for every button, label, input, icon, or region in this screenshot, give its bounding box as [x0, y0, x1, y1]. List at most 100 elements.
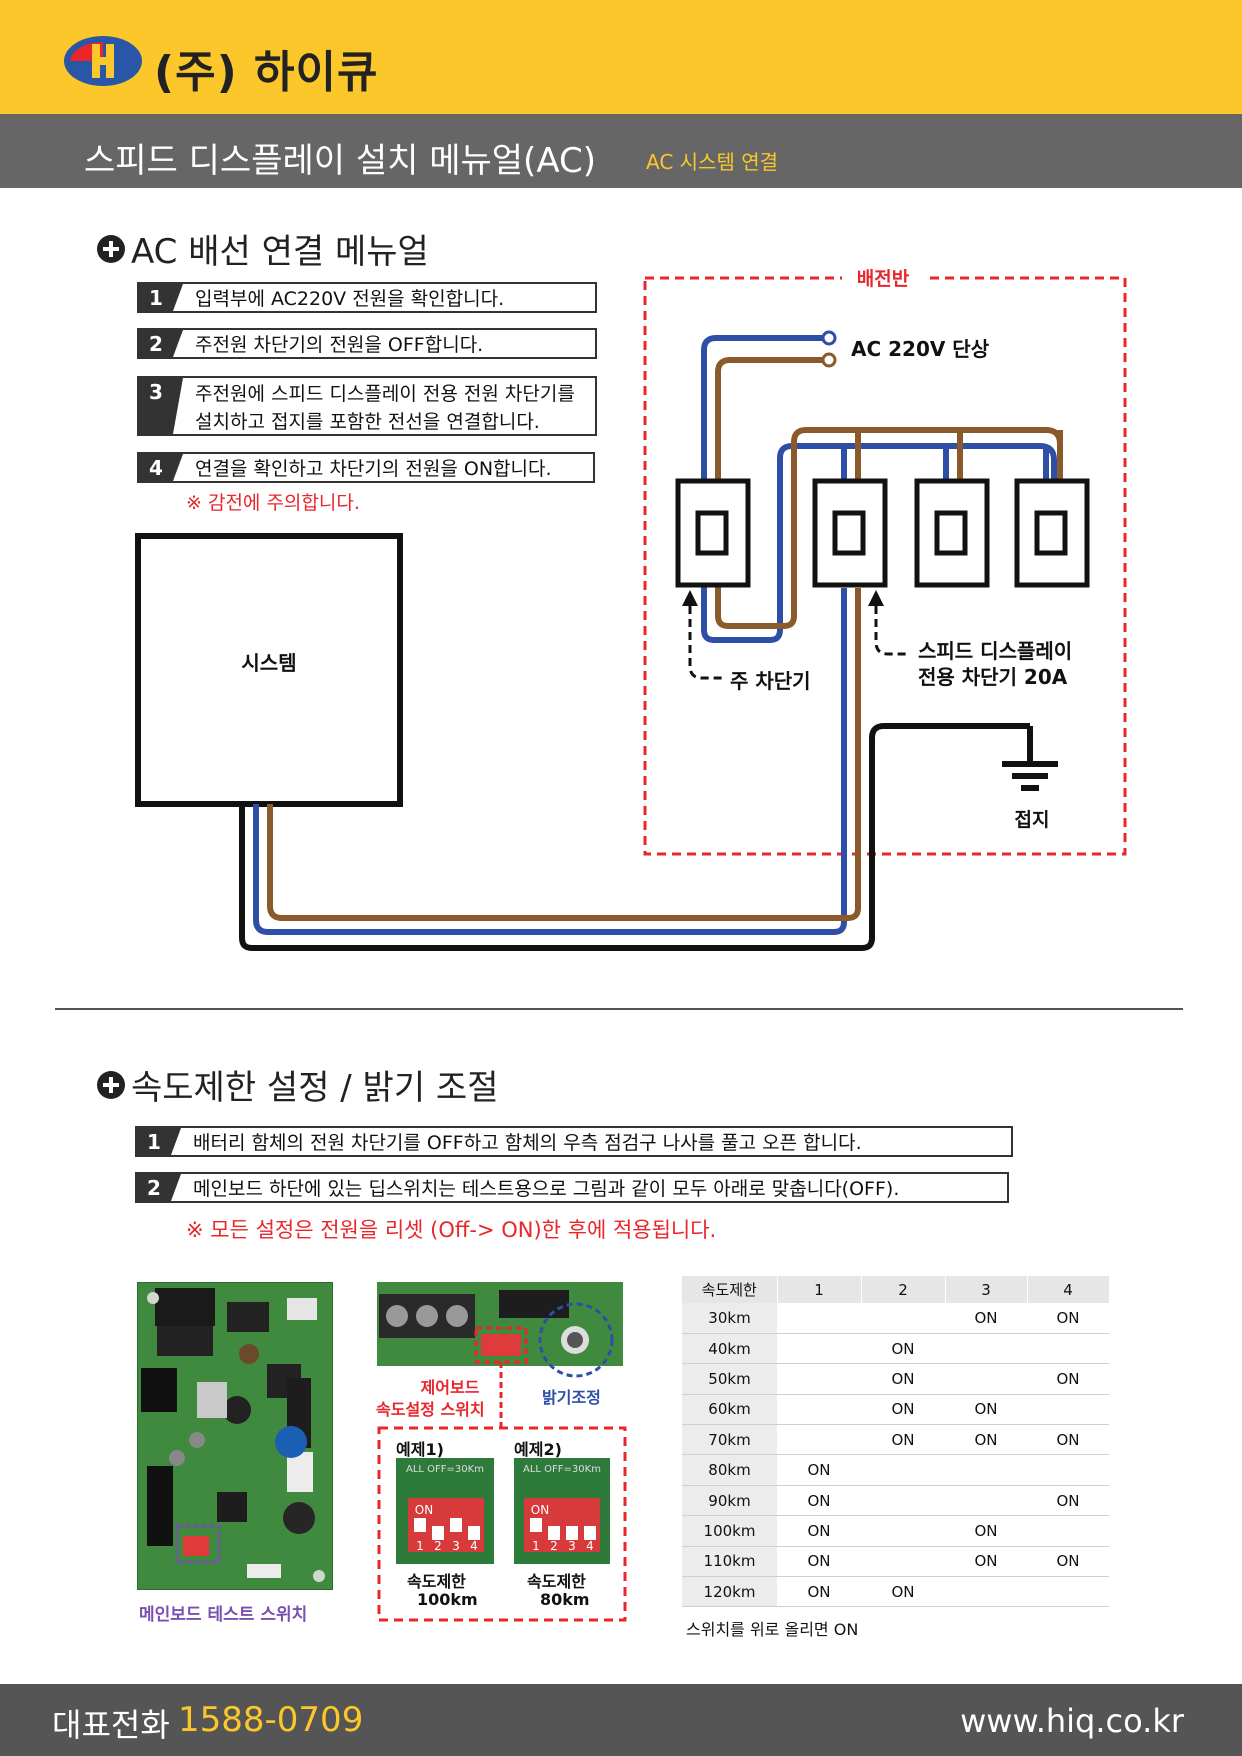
- example2-caption-line2: 80km: [540, 1590, 590, 1609]
- switch-cell: [1027, 1333, 1109, 1365]
- switch-cell: ON: [1027, 1424, 1109, 1456]
- switch-cell: [777, 1363, 861, 1395]
- switch-cell: ON: [777, 1546, 861, 1578]
- switch-cell: [861, 1515, 945, 1547]
- supply-terminal-brown: [821, 352, 837, 368]
- supply-brown-wire: [715, 357, 828, 480]
- switch-cell: [777, 1303, 861, 1334]
- busbar-brown-wire: [715, 427, 1063, 629]
- table-header: 3: [945, 1276, 1028, 1303]
- dip-on-label: ON: [531, 1503, 549, 1517]
- system-label: 시스템: [241, 651, 296, 675]
- table-header: 속도제한: [682, 1276, 778, 1303]
- speed-cell: 70km: [682, 1424, 777, 1456]
- dip-number: 4: [586, 1539, 594, 1553]
- section1-step-3: 3 주전원에 스피드 디스플레이 전용 전원 차단기를 설치하고 접지를 포함한…: [137, 376, 597, 436]
- display-breaker-callout-line: [874, 606, 910, 656]
- example2-title: 예제2): [514, 1440, 562, 1459]
- main-breaker-callout-line: [688, 606, 722, 680]
- section1-heading: AC 배선 연결 메뉴얼: [97, 224, 429, 273]
- switch-cell: [1027, 1394, 1109, 1426]
- page-subtitle: AC 시스템 연결: [646, 150, 779, 174]
- control-board-caption-line2: 속도설정 스위치: [376, 1400, 485, 1419]
- brightness-knob-highlight: [538, 1302, 614, 1378]
- dip-switch-3-on: [450, 1518, 462, 1532]
- section2-step-1: 1 배터리 함체의 전원 차단기를 OFF하고 함체의 우측 점검구 나사를 풀…: [135, 1126, 1013, 1157]
- dip-number: 1: [416, 1539, 424, 1553]
- example2-caption-line1: 속도제한: [527, 1572, 586, 1591]
- section2-step-2: 2 메인보드 하단에 있는 딥스위치는 테스트용으로 그림과 같이 모두 아래로…: [135, 1172, 1009, 1203]
- website-link[interactable]: www.hiq.co.kr: [960, 1702, 1184, 1740]
- dip-on-label: ON: [415, 1503, 433, 1517]
- switch-cell: ON: [945, 1394, 1027, 1426]
- switch-cell: ON: [945, 1515, 1027, 1547]
- brand-name: (주) 하이큐: [154, 47, 379, 98]
- switch-cell: [861, 1454, 945, 1486]
- hiq-logo-icon: [64, 36, 142, 86]
- arrow-up-icon: [868, 590, 884, 606]
- shock-warning: ※ 감전에 주의합니다.: [186, 492, 360, 514]
- dip-number: 4: [470, 1539, 478, 1553]
- switch-cell: [945, 1454, 1027, 1486]
- main-breaker-label: 주 차단기: [730, 669, 811, 693]
- system-box: [135, 533, 403, 807]
- switch-cell: ON: [861, 1394, 945, 1426]
- arrow-up-icon: [682, 590, 698, 606]
- switch-cell: ON: [777, 1485, 861, 1517]
- panel-label: 배전반: [857, 268, 910, 290]
- top-bar: [0, 0, 1242, 114]
- speed-cell: 30km: [682, 1303, 777, 1334]
- switch-cell: ON: [945, 1546, 1027, 1578]
- page-title: 스피드 디스플레이 설치 메뉴얼(AC): [84, 141, 596, 181]
- section1-heading-text: AC 배선 연결 메뉴얼: [131, 232, 429, 272]
- examples-box: [377, 1426, 627, 1622]
- dip-number: 2: [550, 1539, 558, 1553]
- section1-step-2: 2 주전원 차단기의 전원을 OFF합니다.: [137, 328, 597, 359]
- step-text-line2: 설치하고 접지를 포함한 전선을 연결합니다.: [195, 411, 540, 433]
- step-number: 2: [137, 1174, 181, 1201]
- brightness-caption: 밝기조정: [542, 1388, 601, 1407]
- phone-label: 대표전화: [52, 1706, 170, 1744]
- switch-cell: ON: [1027, 1546, 1109, 1578]
- section1-step-4: 4 연결을 확인하고 차단기의 전원을 ON합니다.: [137, 452, 595, 483]
- supply-terminal-blue: [821, 330, 837, 346]
- step-text: 메인보드 하단에 있는 딥스위치는 테스트용으로 그림과 같이 모두 아래로 맞…: [193, 1178, 900, 1200]
- switch-cell: [777, 1394, 861, 1426]
- switch-cell: [945, 1363, 1027, 1395]
- table-note: 스위치를 위로 올리면 ON: [686, 1620, 859, 1639]
- display-breaker-2: [914, 478, 990, 588]
- step-number: 2: [139, 330, 183, 357]
- dip-number: 3: [568, 1539, 576, 1553]
- main-board-photo: [137, 1282, 333, 1590]
- phone-number: 1588-0709: [178, 1700, 364, 1740]
- plus-circle-icon: [97, 1070, 125, 1099]
- switch-cell: [1027, 1454, 1109, 1486]
- switch-cell: ON: [1027, 1485, 1109, 1517]
- section-divider: [55, 1008, 1183, 1010]
- speed-cell: 60km: [682, 1394, 777, 1426]
- ground-wire: [239, 723, 1030, 951]
- switch-cell: ON: [777, 1576, 861, 1608]
- dip-switch-4-off: [584, 1526, 596, 1540]
- example1-caption-line1: 속도제한: [407, 1572, 466, 1591]
- switch-cell: [777, 1333, 861, 1365]
- display-breaker-label-line2: 전용 차단기 20A: [918, 665, 1068, 689]
- step-number: 1: [137, 1128, 181, 1155]
- dip-number: 3: [452, 1539, 460, 1553]
- wiring-diagram: 배전반 시스템 접지 AC 220V 단상 주 차: [135, 265, 1127, 951]
- dip-switch-1-on: [414, 1518, 426, 1532]
- speed-cell: 40km: [682, 1333, 777, 1365]
- control-board-caption-line1: 제어보드: [420, 1378, 480, 1397]
- main-breaker: [675, 478, 751, 588]
- dip-header-text: ALL OFF=30Km: [406, 1464, 484, 1475]
- panel-label-bg: [842, 265, 924, 291]
- display-breaker-1: [812, 478, 888, 588]
- step-text: 주전원 차단기의 전원을 OFF합니다.: [195, 334, 484, 356]
- switch-cell: ON: [861, 1576, 945, 1608]
- switch-cell: ON: [777, 1454, 861, 1486]
